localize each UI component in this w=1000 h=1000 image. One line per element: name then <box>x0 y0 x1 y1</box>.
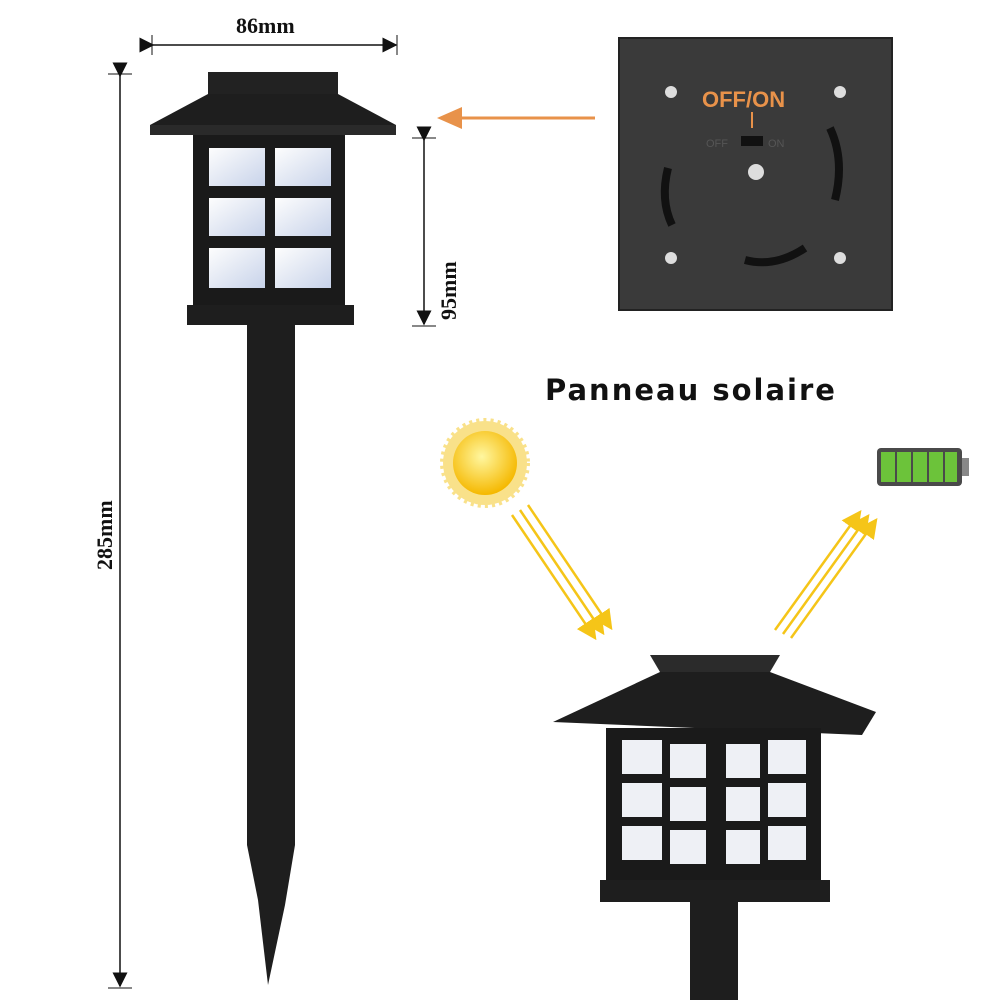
power-switch[interactable] <box>741 136 763 146</box>
lamp-full-view <box>150 72 396 985</box>
total-height-dimension: 285mm <box>92 62 132 989</box>
lamp-lit-view <box>553 655 876 1000</box>
lamp-height-label: 95mm <box>436 261 461 320</box>
sun-icon <box>440 418 530 508</box>
off-label: OFF <box>706 138 728 150</box>
width-label: 86mm <box>236 13 295 38</box>
panel-title: Panneau solaire <box>545 373 837 407</box>
width-dimension: 86mm <box>139 13 398 55</box>
total-height-label: 285mm <box>92 500 117 570</box>
sunlight-rays <box>510 504 613 641</box>
charging-rays <box>773 509 878 639</box>
battery-icon <box>877 448 969 486</box>
arrow-icon <box>437 107 595 129</box>
off-on-label: OFF/ON <box>702 87 785 112</box>
on-label: ON <box>768 138 785 150</box>
lamp-height-dimension: 95mm <box>412 126 461 327</box>
switch-panel: OFF/ON OFF ON <box>618 37 893 311</box>
